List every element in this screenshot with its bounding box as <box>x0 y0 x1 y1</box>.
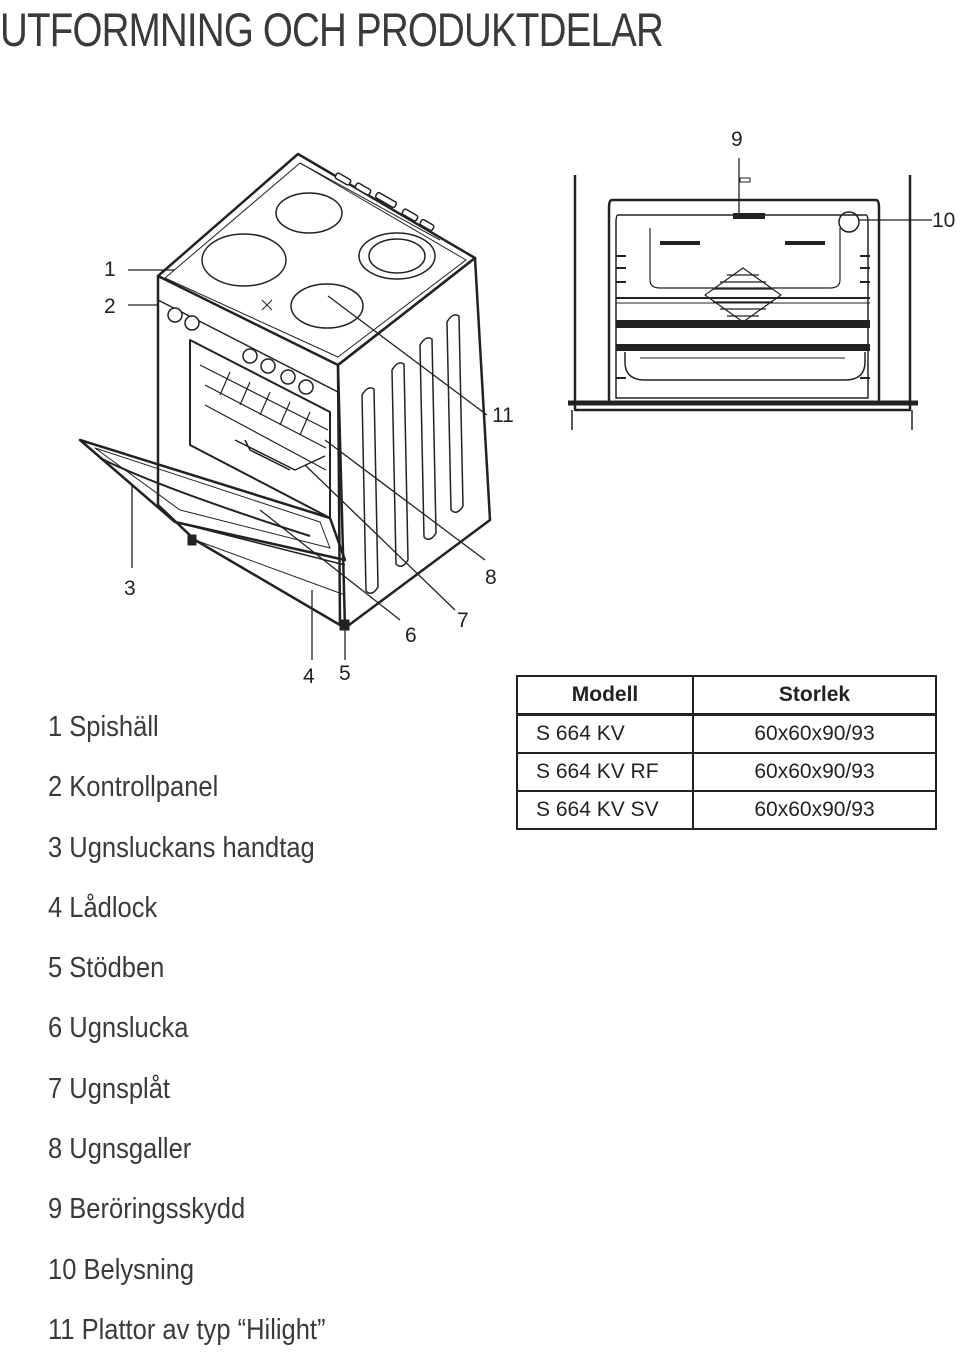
callout-4: 4 <box>303 665 315 688</box>
hob-top <box>156 152 477 367</box>
leader-lines <box>128 158 932 660</box>
table-header-row: Modell Storlek <box>517 676 936 716</box>
column-header-model: Modell <box>517 676 694 716</box>
legend-item: 5 Stödben <box>48 952 165 985</box>
model-cell: S 664 KV RF <box>517 753 694 792</box>
callout-9: 9 <box>731 128 743 151</box>
rear-fan <box>704 267 782 323</box>
hot-plates <box>201 192 436 329</box>
oven-shelf <box>199 364 329 471</box>
column-header-size: Storlek <box>693 676 936 716</box>
legend-item: 1 Spishäll <box>48 711 159 743</box>
control-knobs <box>167 307 314 395</box>
legend-item: 7 Ugnsplåt <box>48 1072 171 1105</box>
legend-item: 4 Lådlock <box>48 891 158 924</box>
legend-item: 8 Ugnsgaller <box>48 1133 192 1166</box>
legend-item: 6 Ugnslucka <box>48 1012 189 1045</box>
page-title: UTFORMNING OCH PRODUKTDELAR <box>0 3 664 56</box>
callout-6: 6 <box>405 624 417 647</box>
callout-8: 8 <box>485 566 497 589</box>
callout-11: 11 <box>492 404 514 427</box>
callout-5: 5 <box>339 662 351 685</box>
oven-door <box>78 438 347 562</box>
parts-legend: 1 Spishäll 2 Kontrollpanel 3 Ugnsluckans… <box>48 707 363 1370</box>
callout-3: 3 <box>124 577 136 600</box>
size-cell: 60x60x90/93 <box>754 798 875 821</box>
size-cell: 60x60x90/93 <box>693 753 936 792</box>
model-cell: S 664 KV <box>517 714 694 754</box>
callout-7: 7 <box>457 609 469 632</box>
legend-item: 11 Plattor av typ “Hilight” <box>48 1313 326 1346</box>
legend-item: 3 Ugnsluckans handtag <box>48 831 315 864</box>
callout-1: 1 <box>104 258 116 281</box>
callout-10: 10 <box>932 209 956 232</box>
oven-tray <box>234 439 326 471</box>
legend-item: 2 Kontrollpanel <box>48 771 219 804</box>
callout-2: 2 <box>104 295 116 318</box>
model-size-table: Modell Storlek S 664 KV 60x60x90/93 S 66… <box>516 675 937 830</box>
cooker-diagram: 1 2 3 4 5 6 7 8 9 10 11 <box>78 128 956 688</box>
oven-tray-right <box>624 352 866 381</box>
table-row: S 664 KV 60x60x90/93 <box>517 714 936 754</box>
model-cell: S 664 KV SV <box>517 791 694 829</box>
cooker-illustration <box>78 152 492 631</box>
table-row: S 664 KV RF 60x60x90/93 <box>517 753 936 792</box>
size-cell: 60x60x90/93 <box>693 714 936 754</box>
oven-light <box>838 211 860 233</box>
legend-item: 10 Belysning <box>48 1253 195 1286</box>
table-row: S 664 KV SV 60x60x90/93 <box>517 791 936 829</box>
oven-interior-illustration <box>568 175 918 430</box>
legend-item: 9 Beröringsskydd <box>48 1193 246 1226</box>
